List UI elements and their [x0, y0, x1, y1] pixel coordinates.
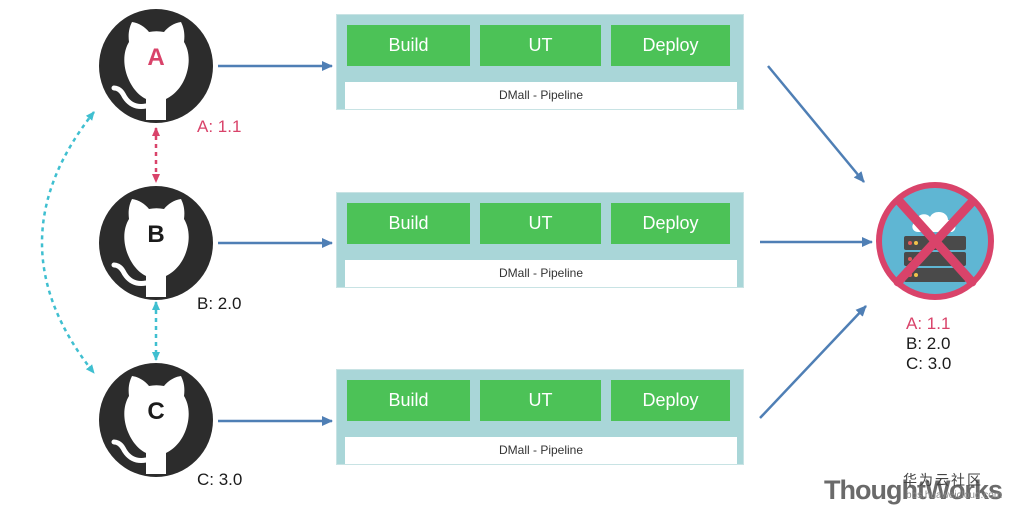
pipeline-name: DMall - Pipeline: [345, 260, 737, 287]
repo-a-letter: A: [147, 44, 165, 71]
pipeline-name: DMall - Pipeline: [345, 437, 737, 464]
stage-ut: UT: [480, 25, 601, 66]
repo-a-version: A: 1.1: [197, 117, 242, 136]
watermark-title: 华为云社区: [903, 472, 983, 488]
target-environment: [874, 180, 996, 302]
stage-ut: UT: [480, 380, 601, 421]
repo-b: B: [98, 185, 214, 301]
repo-b-letter: B: [147, 221, 165, 248]
watermark-subtitle: bbs.huaweicloud.com: [906, 490, 1003, 501]
env-version-a: A: 1.1: [906, 314, 951, 333]
repo-c-letter: C: [147, 398, 165, 425]
arrow-pipeline-a-to-env: [767, 65, 865, 183]
stage-deploy: Deploy: [611, 25, 730, 66]
env-version-c: C: 3.0: [906, 354, 952, 373]
brand-logo: ThoughtWorks: [824, 475, 1003, 505]
stage-deploy: Deploy: [611, 380, 730, 421]
github-octocat-icon: [99, 186, 213, 300]
repo-b-version: B: 2.0: [197, 294, 242, 313]
stage-build: Build: [347, 203, 470, 244]
github-octocat-icon: [99, 363, 213, 477]
arrow-pipeline-c-to-env: [759, 305, 867, 419]
stage-deploy: Deploy: [611, 203, 730, 244]
pipeline-c: Build UT Deploy DMall - Pipeline: [336, 369, 744, 465]
stage-build: Build: [347, 380, 470, 421]
github-octocat-icon: [99, 9, 213, 123]
repo-a: A: [98, 8, 214, 124]
dependency-arrow-a-c: [40, 111, 95, 374]
pipeline-a: Build UT Deploy DMall - Pipeline: [336, 14, 744, 110]
stage-ut: UT: [480, 203, 601, 244]
server-cloud-crossed-icon: [876, 182, 994, 300]
env-version-b: B: 2.0: [906, 334, 951, 353]
repo-c: C: [98, 362, 214, 478]
environment-versions: A: 1.1 B: 2.0 C: 3.0: [906, 314, 951, 374]
repo-c-version: C: 3.0: [197, 470, 243, 489]
pipeline-b: Build UT Deploy DMall - Pipeline: [336, 192, 744, 288]
pipeline-name: DMall - Pipeline: [345, 82, 737, 109]
stage-build: Build: [347, 25, 470, 66]
